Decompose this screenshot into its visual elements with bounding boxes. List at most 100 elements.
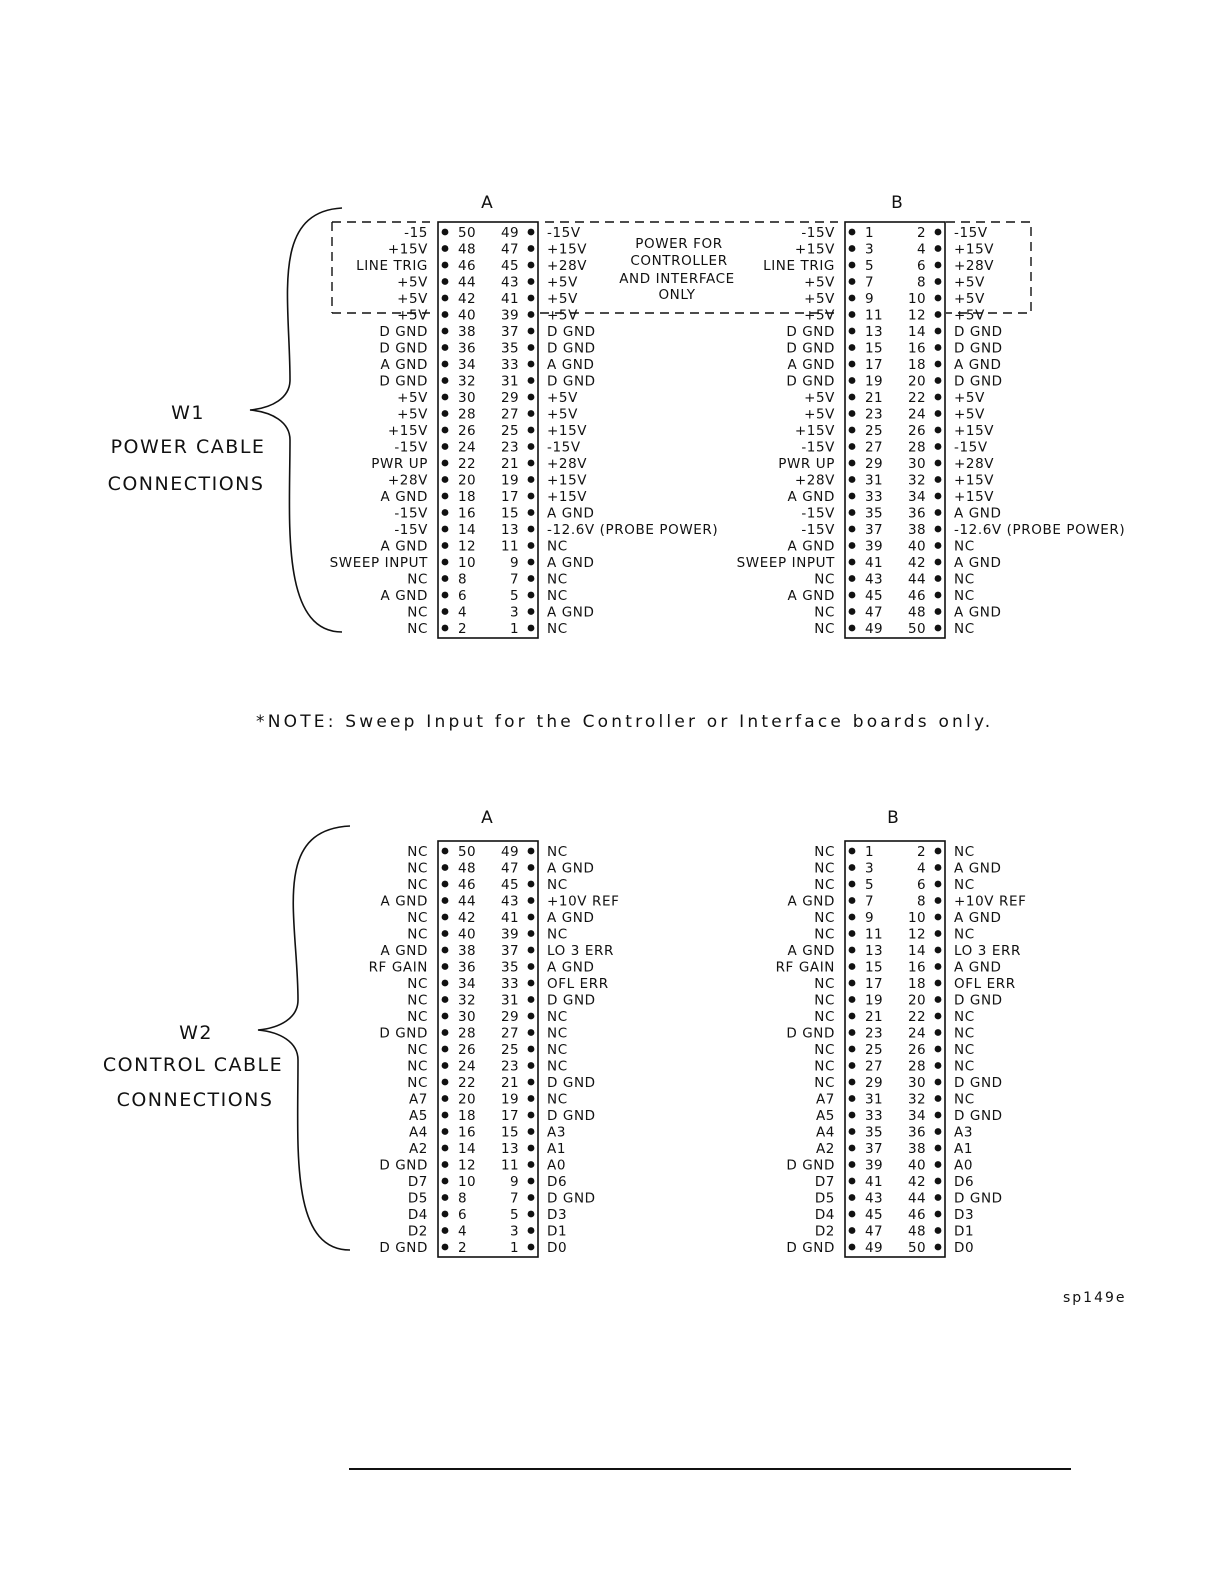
pin-number-left: 16 bbox=[458, 1125, 476, 1141]
pin-number-left: 23 bbox=[865, 1026, 883, 1042]
pin-dot-left bbox=[848, 996, 856, 1003]
signal-label-left: D4 bbox=[815, 1207, 835, 1223]
pin-dot-left bbox=[441, 864, 449, 871]
pin-dot-right bbox=[934, 1095, 942, 1102]
signal-label-right: A GND bbox=[547, 506, 594, 522]
signal-label-left: A GND bbox=[381, 894, 428, 910]
pin-dot-left bbox=[441, 575, 449, 582]
signal-label-left: PWR UP bbox=[371, 456, 428, 472]
pin-dot-left bbox=[441, 624, 449, 632]
signal-label-left: D GND bbox=[786, 341, 835, 357]
signal-label-right: +15V bbox=[954, 423, 994, 439]
signal-label-right: D GND bbox=[954, 324, 1003, 340]
pin-dot-left bbox=[441, 426, 449, 434]
pin-number-left: 28 bbox=[458, 1026, 476, 1042]
pin-number-right: 19 bbox=[501, 1092, 519, 1108]
pin-number-left: 30 bbox=[458, 390, 476, 406]
pin-number-right: 9 bbox=[510, 1174, 519, 1190]
pin-number-right: 1 bbox=[510, 621, 519, 637]
pin-dot-right bbox=[934, 608, 942, 615]
pin-dot-left bbox=[441, 1177, 449, 1185]
signal-label-left: +28V bbox=[795, 473, 835, 489]
signal-label-left: +5V bbox=[804, 407, 835, 423]
signal-label-right: D GND bbox=[954, 1108, 1003, 1124]
signal-label-right: A GND bbox=[954, 357, 1001, 373]
pin-dot-right bbox=[527, 979, 535, 987]
signal-label-right: D GND bbox=[954, 374, 1003, 390]
signal-label-right: NC bbox=[547, 844, 568, 860]
pin-dot-left bbox=[441, 930, 449, 937]
signal-label-right: +5V bbox=[547, 308, 578, 324]
pin-number-left: 3 bbox=[865, 861, 874, 877]
pin-dot-left bbox=[441, 1095, 449, 1102]
pin-dot-right bbox=[527, 542, 535, 549]
signal-label-right: +15V bbox=[547, 242, 587, 258]
signal-label-right: NC bbox=[954, 539, 975, 555]
pin-number-right: 45 bbox=[501, 877, 519, 893]
pin-dot-right bbox=[934, 880, 942, 888]
signal-label-left: NC bbox=[814, 877, 835, 893]
pin-dot-right bbox=[527, 261, 535, 269]
pin-number-right: 46 bbox=[908, 1207, 926, 1223]
signal-label-right: +10V REF bbox=[547, 894, 620, 910]
pin-dot-right bbox=[934, 245, 942, 252]
pin-number-right: 26 bbox=[908, 423, 926, 439]
pin-number-left: 17 bbox=[865, 976, 883, 992]
pin-dot-left bbox=[441, 996, 449, 1003]
pin-dot-left bbox=[848, 327, 856, 335]
signal-label-left: D5 bbox=[408, 1191, 428, 1207]
pin-dot-left bbox=[441, 608, 449, 615]
pin-number-right: 34 bbox=[908, 1108, 926, 1124]
signal-label-right: A GND bbox=[954, 910, 1001, 926]
pin-dot-right bbox=[527, 1111, 535, 1119]
signal-label-left: -15 bbox=[404, 225, 428, 241]
pin-number-left: 35 bbox=[865, 506, 883, 522]
pin-dot-right bbox=[527, 847, 535, 855]
pin-dot-left bbox=[848, 575, 856, 582]
pin-dot-right bbox=[527, 880, 535, 888]
signal-label-left: +5V bbox=[804, 291, 835, 307]
pin-number-left: 10 bbox=[458, 555, 476, 571]
connector-body bbox=[437, 840, 539, 1258]
pin-dot-right bbox=[934, 1243, 942, 1251]
pin-number-right: 23 bbox=[501, 440, 519, 456]
pin-number-left: 46 bbox=[458, 877, 476, 893]
pin-dot-left bbox=[441, 459, 449, 467]
signal-label-left: A GND bbox=[788, 489, 835, 505]
pin-dot-left bbox=[441, 476, 449, 483]
pin-number-left: 31 bbox=[865, 473, 883, 489]
pin-dot-left bbox=[848, 1095, 856, 1102]
pin-number-right: 2 bbox=[917, 844, 926, 860]
signal-label-right: +15V bbox=[547, 489, 587, 505]
pin-number-right: 30 bbox=[908, 456, 926, 472]
pin-number-right: 48 bbox=[908, 1224, 926, 1240]
signal-label-left: A5 bbox=[816, 1108, 835, 1124]
pin-number-left: 34 bbox=[458, 976, 476, 992]
signal-label-left: D GND bbox=[379, 324, 428, 340]
pin-dot-right bbox=[527, 1243, 535, 1251]
pin-number-left: 6 bbox=[458, 1207, 467, 1223]
signal-label-right: LO 3 ERR bbox=[954, 943, 1021, 959]
pin-dot-left bbox=[441, 1062, 449, 1069]
pin-dot-left bbox=[441, 1045, 449, 1053]
pin-number-left: 25 bbox=[865, 423, 883, 439]
signal-label-right: +15V bbox=[954, 473, 994, 489]
pin-dot-right bbox=[527, 996, 535, 1003]
pin-number-left: 26 bbox=[458, 423, 476, 439]
signal-label-right: A1 bbox=[547, 1141, 566, 1157]
pin-number-right: 15 bbox=[501, 506, 519, 522]
signal-label-left: D GND bbox=[786, 1158, 835, 1174]
pin-dot-right bbox=[527, 1029, 535, 1036]
pin-dot-right bbox=[934, 575, 942, 582]
pin-number-left: 12 bbox=[458, 1158, 476, 1174]
pin-number-left: 44 bbox=[458, 894, 476, 910]
pin-number-left: 34 bbox=[458, 357, 476, 373]
pin-dot-left bbox=[441, 979, 449, 987]
signal-label-left: NC bbox=[814, 976, 835, 992]
pin-dot-left bbox=[441, 245, 449, 252]
pin-dot-left bbox=[848, 410, 856, 417]
pin-dot-right bbox=[934, 1012, 942, 1020]
pin-dot-right bbox=[527, 492, 535, 500]
signal-label-left: NC bbox=[814, 1042, 835, 1058]
